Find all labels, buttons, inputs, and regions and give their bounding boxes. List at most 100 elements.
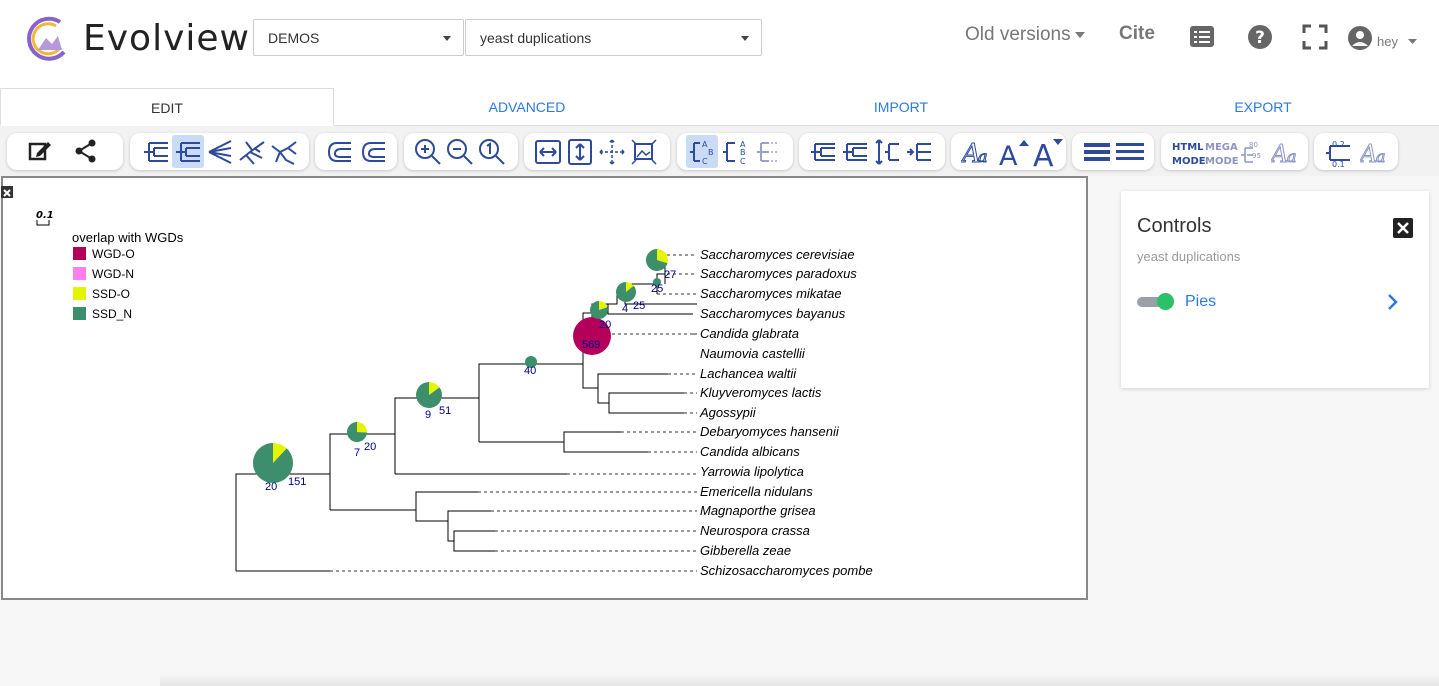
leaf-label[interactable]: Agossypii — [699, 405, 757, 420]
scale-bar-label: 0.1 — [36, 210, 54, 221]
zoom-out-icon[interactable] — [444, 135, 476, 168]
list-icon[interactable] — [1189, 24, 1215, 50]
brand-name[interactable]: Evolview — [83, 18, 250, 59]
node-count-label: 569 — [582, 339, 600, 351]
leaf-label[interactable]: Yarrowia lipolytica — [700, 464, 804, 479]
tab-import[interactable]: IMPORT — [873, 99, 929, 115]
leaf-label[interactable]: Candida albicans — [700, 444, 800, 459]
pie-slice — [346, 422, 367, 442]
node-count-label: 25 — [651, 283, 663, 295]
fit-image-icon[interactable] — [628, 135, 660, 168]
pies-layer-link[interactable]: Pies — [1185, 293, 1217, 310]
leaf-label[interactable]: Saccharomyces paradoxus — [700, 266, 857, 281]
leaf-label[interactable]: Saccharomyces bayanus — [700, 306, 846, 321]
line-thin-icon[interactable] — [1114, 135, 1146, 168]
expand-nodes-icon[interactable] — [871, 135, 903, 168]
zoom-reset-icon[interactable] — [476, 135, 508, 168]
curved-branch-alt-icon[interactable] — [357, 135, 389, 168]
line-thick-icon[interactable] — [1080, 135, 1112, 168]
leaf-label[interactable]: Schizosaccharomyces pombe — [700, 563, 873, 578]
hide-leaf-icon[interactable] — [753, 135, 785, 168]
svg-text:C: C — [702, 157, 708, 166]
svg-text:A: A — [740, 140, 746, 149]
font-larger-icon[interactable]: A — [997, 135, 1029, 168]
rect-tree-icon[interactable] — [140, 135, 172, 168]
leaf-label[interactable]: Magnaporthe grisea — [700, 503, 816, 518]
toolbar-group-branch-style — [315, 133, 397, 170]
tree-select[interactable]: yeast duplications — [465, 19, 762, 56]
leaf-label[interactable]: Emericella nidulans — [700, 484, 813, 499]
curved-branch-icon[interactable] — [323, 135, 355, 168]
svg-text:A: A — [702, 140, 708, 149]
pie-slice — [357, 422, 367, 433]
share-icon[interactable] — [71, 135, 103, 168]
sort-descending-icon[interactable] — [839, 135, 871, 168]
leaf-label[interactable]: Saccharomyces cerevisiae — [700, 247, 855, 262]
leaf-label[interactable]: Saccharomyces mikatae — [700, 286, 842, 301]
expand-vertical-icon[interactable] — [564, 135, 596, 168]
cite-link[interactable]: Cite — [1119, 23, 1155, 44]
edit-icon[interactable] — [25, 135, 57, 168]
node-count-label: 151 — [288, 476, 306, 488]
leaf-label[interactable]: Candida glabrata — [700, 326, 799, 341]
leaf-label[interactable]: Lachancea waltii — [700, 366, 797, 381]
fullscreen-icon[interactable] — [1302, 24, 1328, 50]
phylogenetic-tree[interactable]: 0.1 overlap with WGDs WGD-OWGD-NSSD-OSSD… — [3, 178, 1086, 598]
bootstrap-bottom: 95 — [1252, 152, 1261, 160]
pies-layer-toggle[interactable] — [1137, 293, 1174, 310]
expand-horizontal-icon[interactable] — [532, 135, 564, 168]
leaf-label[interactable]: Neurospora crassa — [700, 523, 810, 538]
caret-down-icon — [1408, 39, 1417, 44]
caret-down-icon — [1074, 31, 1085, 38]
canvas-close-icon[interactable] — [1, 186, 13, 198]
evolview-logo-icon[interactable] — [24, 14, 72, 62]
svg-text:A: A — [961, 139, 981, 166]
node-count-label: 20 — [599, 319, 611, 331]
leaf-label[interactable]: Naumovia castellii — [700, 346, 806, 361]
sort-ascending-icon[interactable] — [807, 135, 839, 168]
chevron-right-icon[interactable] — [1387, 293, 1399, 311]
tab-export[interactable]: EXPORT — [1234, 99, 1292, 115]
fit-screen-icon[interactable] — [596, 135, 628, 168]
branch-length-top: 0.2 — [1332, 140, 1345, 149]
radial-tree-icon[interactable] — [236, 135, 268, 168]
font-smaller-icon[interactable]: A — [1031, 135, 1063, 168]
unrooted-tree-icon[interactable] — [268, 135, 300, 168]
main-tabs: EDIT ADVANCED IMPORT EXPORT — [0, 88, 1439, 126]
slanted-tree-icon[interactable] — [172, 135, 204, 168]
node-count-label: 9 — [425, 409, 431, 421]
leaf-label[interactable]: Kluyveromyces lactis — [700, 385, 822, 400]
zoom-in-icon[interactable] — [412, 135, 444, 168]
help-icon[interactable]: ? — [1247, 24, 1273, 50]
toggle-knob — [1157, 293, 1174, 310]
toolbar-group-line-width — [1072, 133, 1154, 170]
tab-advanced[interactable]: ADVANCED — [488, 99, 566, 115]
project-select[interactable]: DEMOS — [253, 19, 464, 56]
leaf-leaders — [330, 254, 697, 572]
circular-tree-icon[interactable] — [204, 135, 236, 168]
controls-title: Controls — [1137, 215, 1212, 237]
close-icon[interactable] — [1393, 218, 1413, 238]
user-menu[interactable]: hey — [1348, 26, 1428, 52]
collapse-nodes-icon[interactable] — [903, 135, 935, 168]
node-count-label: 27 — [664, 269, 676, 281]
node-count-label: 25 — [633, 300, 645, 312]
tab-edit[interactable]: EDIT — [0, 88, 334, 126]
node-count-label: 40 — [524, 365, 536, 377]
svg-text:B: B — [708, 148, 714, 157]
leaf-label[interactable]: Debaryomyces hansenii — [700, 424, 840, 439]
old-versions-menu[interactable]: Old versions — [965, 24, 1085, 46]
user-avatar-icon — [1348, 26, 1372, 50]
leaf-label[interactable]: Gibberella zeae — [700, 543, 791, 558]
